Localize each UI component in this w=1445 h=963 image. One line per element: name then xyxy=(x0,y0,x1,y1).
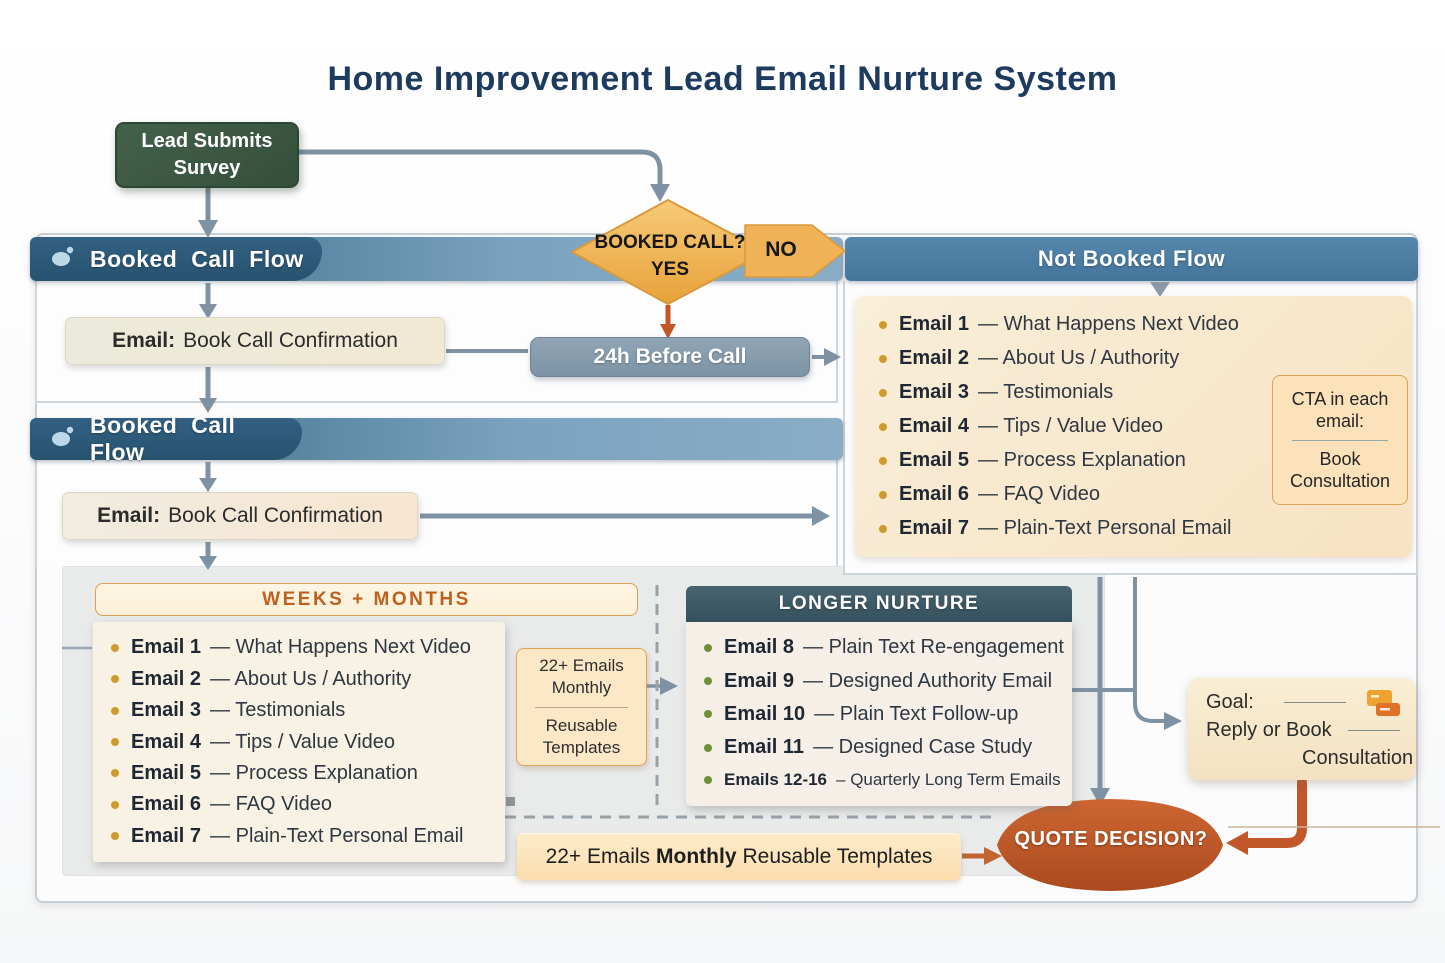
bullet-icon xyxy=(704,710,712,719)
bullet-icon xyxy=(879,388,887,397)
before-call-node: 24h Before Call xyxy=(530,337,810,377)
list-item: Email 1— What Happens Next Video xyxy=(879,313,1412,336)
list-item: Email 4— Tips / Value Video xyxy=(879,415,1412,438)
list-item: Email 10— Plain Text Follow-up xyxy=(704,703,1072,726)
goal-label: Goal: xyxy=(1206,690,1254,713)
booked-call-flow-label-1: Booked Call Flow xyxy=(90,245,304,272)
email-confirmation-node-2: Email: Book Call Confirmation xyxy=(62,492,418,540)
divider xyxy=(1283,701,1346,703)
list-item: Emails 12-16– Quarterly Long Term Emails xyxy=(704,770,1072,790)
bullet-icon xyxy=(879,422,887,431)
list-item: Email 6— FAQ Video xyxy=(879,483,1412,506)
bullet-icon xyxy=(704,775,712,784)
not-booked-flow-label: Not Booked Flow xyxy=(1037,246,1226,271)
bullet-icon xyxy=(111,832,119,841)
list-item: Email 5— Process Explanation xyxy=(879,449,1412,472)
list-item: Email 7— Plain-Text Personal Email xyxy=(111,825,505,848)
chat-bubble-icon xyxy=(50,425,76,454)
list-item: Email 2— About Us / Authority xyxy=(111,668,505,691)
list-item: Email 2— About Us / Authority xyxy=(879,347,1412,370)
chat-messages-icon xyxy=(1364,688,1402,728)
goal-line2: Reply or Book xyxy=(1206,718,1332,741)
decision-question: BOOKED CALL? xyxy=(594,232,746,253)
bullet-icon xyxy=(111,643,119,652)
bullet-icon xyxy=(111,738,119,746)
quote-decision-label: QUOTE DECISION? xyxy=(1014,828,1208,850)
list-item: Email 6— FAQ Video xyxy=(111,793,505,816)
lead-submits-survey-node: Lead Submits Survey xyxy=(115,122,299,188)
divider xyxy=(1292,439,1388,441)
email-confirmation-node-1: Email: Book Call Confirmation xyxy=(65,317,445,365)
bullet-icon xyxy=(879,524,887,533)
booked-call-flow-tab-2: Booked Call Flow xyxy=(30,412,302,465)
cta-note: CTA in each email: Book Consultation xyxy=(1272,375,1408,505)
decision-no-label: NO xyxy=(765,238,797,261)
list-item: Email 11— Designed Case Study xyxy=(704,736,1072,759)
decision-yes-label: YES xyxy=(650,259,690,280)
monthly-templates-banner: 22+ Emails Monthly Reusable Templates xyxy=(517,833,961,880)
booked-call-flow-label-2: Booked Call Flow xyxy=(90,412,236,465)
longer-nurture-header: LONGER NURTURE xyxy=(686,586,1072,622)
list-item: Email 8— Plain Text Re-engagement xyxy=(704,636,1072,659)
longer-nurture-email-list: Email 8— Plain Text Re-engagement Email … xyxy=(686,622,1072,806)
bullet-icon xyxy=(111,706,119,715)
list-item: Email 4— Tips / Value Video xyxy=(111,731,505,754)
bullet-icon xyxy=(704,743,712,752)
bullet-icon xyxy=(879,354,887,363)
chat-bubble-icon xyxy=(50,245,76,274)
list-item: Email 7— Plain-Text Personal Email xyxy=(879,517,1412,540)
bullet-icon xyxy=(111,675,119,684)
booked-call-flow-tab-1: Booked Call Flow xyxy=(30,237,322,281)
page-title: Home Improvement Lead Email Nurture Syst… xyxy=(327,60,1118,98)
list-item: Email 3— Testimonials xyxy=(879,381,1412,404)
bullet-icon xyxy=(704,677,712,686)
divider xyxy=(534,706,629,708)
divider xyxy=(1347,729,1400,731)
bullet-icon xyxy=(879,490,887,499)
list-item: Email 5— Process Explanation xyxy=(111,762,505,785)
list-item: Email 1— What Happens Next Video xyxy=(111,636,505,659)
bullet-icon xyxy=(879,320,887,329)
booked-call-flow-bar-2: Booked Call Flow xyxy=(30,412,843,465)
bullet-icon xyxy=(111,769,119,778)
bullet-icon xyxy=(111,800,119,809)
list-item: Email 9— Designed Authority Email xyxy=(704,670,1072,693)
bullet-icon xyxy=(704,643,712,652)
goal-node: Goal: Reply or Book Consultation xyxy=(1188,678,1416,780)
not-booked-flow-bar: Not Booked Flow xyxy=(845,237,1418,281)
weeks-months-email-list: Email 1— What Happens Next Video Email 2… xyxy=(93,622,505,862)
goal-line3: Consultation xyxy=(1302,746,1414,769)
list-item: Email 3— Testimonials xyxy=(111,699,505,722)
bullet-icon xyxy=(879,456,887,465)
weeks-months-header: WEEKS + MONTHS xyxy=(95,583,638,616)
monthly-templates-note: 22+ Emails Monthly Reusable Templates xyxy=(516,648,647,766)
